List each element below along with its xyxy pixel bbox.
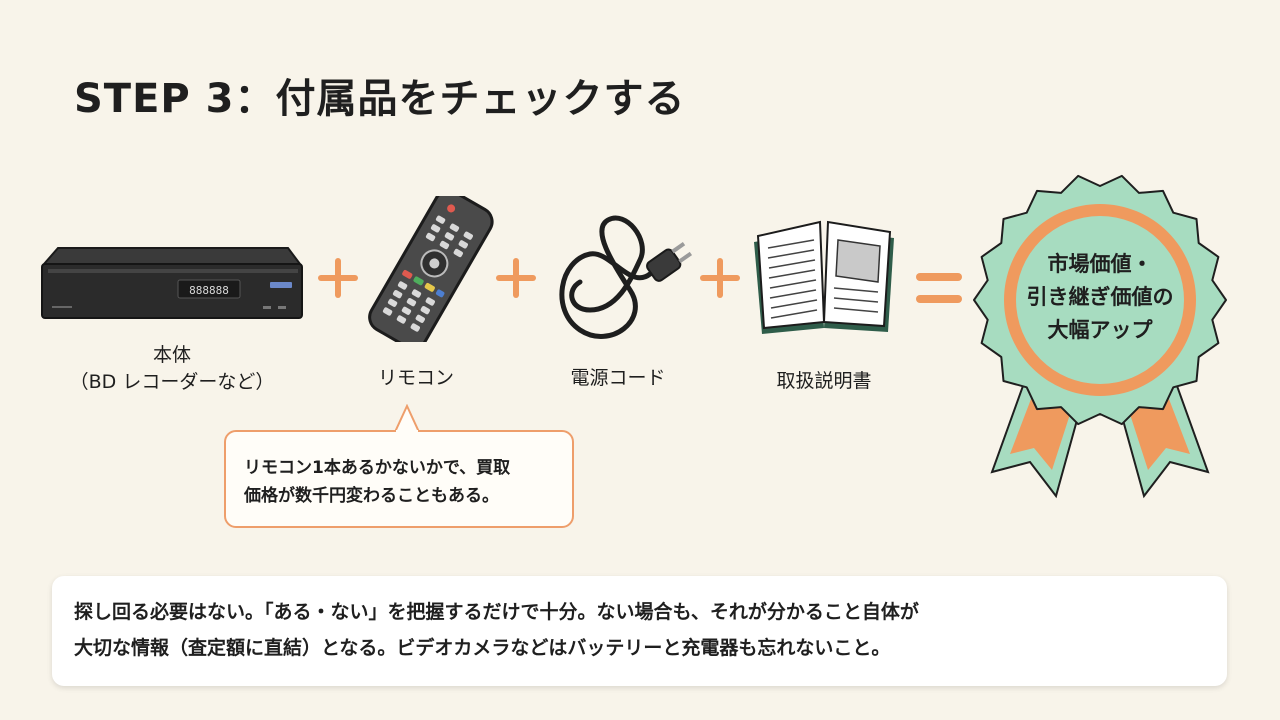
- badge-line2: 引き継ぎ価値の: [1026, 285, 1174, 309]
- label-main-unit-line2: （BD レコーダーなど）: [69, 371, 275, 393]
- label-main-unit-line1: 本体: [152, 344, 191, 366]
- award-ribbon-icon: [973, 174, 1227, 499]
- callout-line2: 価格が数千円変わることもある。: [244, 486, 499, 506]
- plus-icon: [698, 256, 742, 300]
- label-manual: 取扱説明書: [776, 370, 872, 392]
- note-line2: 大切な情報（査定額に直結）となる。ビデオカメラなどはバッテリーと充電器も忘れない…: [74, 637, 891, 659]
- label-remote: リモコン: [377, 367, 454, 389]
- badge-line1: 市場価値・: [1047, 252, 1153, 276]
- remote-callout: リモコン1本あるかないかで、買取 価格が数千円変わることもある。: [224, 430, 574, 528]
- callout-tail: [394, 404, 420, 432]
- label-power-cord: 電源コード: [570, 367, 666, 389]
- callout-line1: リモコン1本あるかないかで、買取: [244, 458, 511, 478]
- remote-control-icon: [368, 196, 494, 342]
- manual-book-icon: [754, 220, 894, 334]
- plus-icon: [316, 256, 360, 300]
- label-main-unit: 本体 （BD レコーダーなど）: [62, 342, 282, 396]
- equals-icon: [916, 273, 962, 303]
- page-title: STEP 3：付属品をチェックする: [74, 76, 686, 122]
- power-cord-icon: [559, 215, 693, 339]
- callout-tail-cover: [396, 430, 418, 433]
- note-line1: 探し回る必要はない。「ある・ない」を把握するだけで十分。ない場合も、それが分かる…: [74, 601, 919, 623]
- recorder-display: 888888: [189, 284, 229, 297]
- bd-recorder-icon: 888888: [41, 247, 303, 319]
- badge-text: 市場価値・ 引き継ぎ価値の 大幅アップ: [1000, 248, 1200, 347]
- plus-icon: [494, 256, 538, 300]
- badge-line3: 大幅アップ: [1047, 318, 1153, 342]
- summary-note: 探し回る必要はない。「ある・ない」を把握するだけで十分。ない場合も、それが分かる…: [52, 576, 1227, 686]
